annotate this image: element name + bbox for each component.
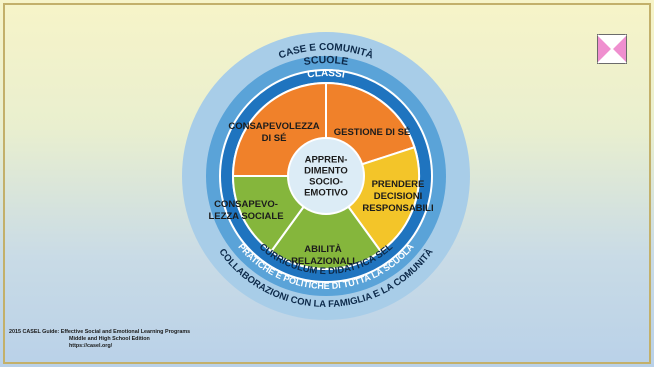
- center-label-line-2: DIMENTO: [304, 166, 348, 177]
- citation: 2015 CASEL Guide: Effective Social and E…: [9, 329, 339, 350]
- center-label-line-1: APPREN-: [305, 155, 348, 166]
- svg-text:CLASSI: CLASSI: [307, 68, 346, 81]
- close-x-icon-graphic: [597, 34, 627, 64]
- segment-label-abilita-relazionali-line-1: ABILITÀ: [304, 244, 342, 255]
- segment-label-prendere-decisioni-line-2: DECISIONI: [374, 191, 423, 202]
- center-circle: [287, 137, 365, 215]
- svg-text:SCUOLE: SCUOLE: [303, 54, 349, 68]
- close-x-icon[interactable]: [597, 34, 627, 64]
- segment-abilita-relazionali: [269, 174, 383, 270]
- citation-line-edition: Middle and High School Edition: [69, 336, 150, 342]
- segment-label-abilita-relazionali-line-2: RELAZIONALI: [291, 256, 355, 267]
- center-label-line-4: EMOTIVO: [304, 188, 348, 199]
- segment-label-consapevolezza-sociale-line-2: LEZZA SOCIALE: [208, 211, 283, 222]
- segment-label-prendere-decisioni-line-1: PRENDERE: [372, 179, 425, 190]
- segment-label-consapevolezza-di-se-line-1: CONSAPEVOLEZZA: [228, 121, 319, 132]
- ring-label-inner-top: CLASSI: [307, 68, 346, 81]
- segment-label-consapevolezza-di-se-line-2: DI SÉ: [262, 133, 287, 144]
- center-label-line-3: SOCIO-: [309, 177, 343, 188]
- segment-label-prendere-decisioni-line-3: RESPONSABILI: [362, 203, 433, 214]
- ring-label-middle-top: SCUOLE: [303, 54, 349, 68]
- citation-line-url[interactable]: https://casel.org/: [69, 343, 113, 349]
- segment-label-consapevolezza-sociale-line-1: CONSAPEVO-: [214, 199, 278, 210]
- segment-label-gestione-di-se-line-1: GESTIONE DI SÉ: [334, 127, 411, 138]
- citation-line-title: 2015 CASEL Guide: Effective Social and E…: [9, 329, 191, 335]
